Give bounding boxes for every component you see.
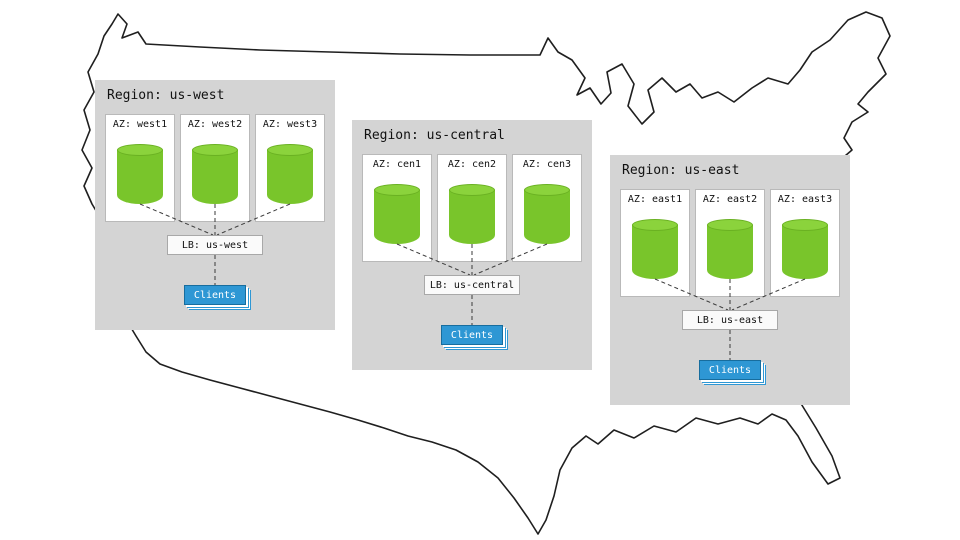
- az-row: AZ: west1 AZ: west2 AZ: west3: [105, 114, 325, 222]
- region-us-east: Region: us-east AZ: east1 AZ: east2 AZ: …: [610, 155, 850, 405]
- load-balancer-box: LB: us-central: [424, 275, 520, 295]
- az-label: AZ: east1: [627, 194, 683, 205]
- az-box-cen1: AZ: cen1: [362, 154, 432, 262]
- az-label: AZ: west1: [112, 119, 168, 130]
- az-box-west3: AZ: west3: [255, 114, 325, 222]
- cylinder-body: [192, 150, 238, 204]
- cylinder-body: [524, 190, 570, 244]
- database-cylinder-icon: [632, 219, 678, 279]
- database-cylinder-icon: [192, 144, 238, 204]
- database-cylinder-icon: [707, 219, 753, 279]
- cylinder-top: [782, 219, 828, 231]
- clients-label: Clients: [450, 329, 494, 341]
- az-label: AZ: west3: [262, 119, 318, 130]
- az-label: AZ: cen2: [447, 159, 497, 170]
- cylinder-body: [707, 225, 753, 279]
- az-label: AZ: cen1: [372, 159, 422, 170]
- az-label: AZ: west2: [187, 119, 243, 130]
- az-box-east3: AZ: east3: [770, 189, 840, 297]
- database-cylinder-icon: [267, 144, 313, 204]
- clients-label: Clients: [193, 289, 237, 301]
- lb-label: LB: us-central: [429, 279, 515, 291]
- clients-box: Clients: [699, 360, 761, 380]
- az-row: AZ: cen1 AZ: cen2 AZ: cen3: [362, 154, 582, 262]
- load-balancer-box: LB: us-west: [167, 235, 263, 255]
- region-us-central: Region: us-central AZ: cen1 AZ: cen2 AZ:…: [352, 120, 592, 370]
- cylinder-top: [632, 219, 678, 231]
- cylinder-top: [374, 184, 420, 196]
- region-title: Region: us-east: [622, 163, 740, 178]
- lb-label: LB: us-west: [181, 239, 249, 251]
- region-title: Region: us-central: [364, 128, 505, 143]
- database-cylinder-icon: [524, 184, 570, 244]
- database-cylinder-icon: [449, 184, 495, 244]
- az-box-cen2: AZ: cen2: [437, 154, 507, 262]
- az-box-cen3: AZ: cen3: [512, 154, 582, 262]
- az-box-east2: AZ: east2: [695, 189, 765, 297]
- load-balancer-box: LB: us-east: [682, 310, 778, 330]
- cylinder-top: [707, 219, 753, 231]
- cylinder-top: [267, 144, 313, 156]
- cylinder-body: [782, 225, 828, 279]
- az-label: AZ: east3: [777, 194, 833, 205]
- cylinder-body: [449, 190, 495, 244]
- cylinder-top: [449, 184, 495, 196]
- cylinder-body: [117, 150, 163, 204]
- cylinder-top: [117, 144, 163, 156]
- database-cylinder-icon: [117, 144, 163, 204]
- az-label: AZ: east2: [702, 194, 758, 205]
- az-box-west1: AZ: west1: [105, 114, 175, 222]
- clients-label: Clients: [708, 364, 752, 376]
- region-us-west: Region: us-west AZ: west1 AZ: west2 AZ: …: [95, 80, 335, 330]
- az-label: AZ: cen3: [522, 159, 572, 170]
- cylinder-top: [524, 184, 570, 196]
- cylinder-body: [267, 150, 313, 204]
- az-box-west2: AZ: west2: [180, 114, 250, 222]
- cylinder-top: [192, 144, 238, 156]
- region-title: Region: us-west: [107, 88, 225, 103]
- az-row: AZ: east1 AZ: east2 AZ: east3: [620, 189, 840, 297]
- database-cylinder-icon: [782, 219, 828, 279]
- clients-box: Clients: [184, 285, 246, 305]
- az-box-east1: AZ: east1: [620, 189, 690, 297]
- clients-box: Clients: [441, 325, 503, 345]
- cylinder-body: [632, 225, 678, 279]
- lb-label: LB: us-east: [696, 314, 764, 326]
- cylinder-body: [374, 190, 420, 244]
- database-cylinder-icon: [374, 184, 420, 244]
